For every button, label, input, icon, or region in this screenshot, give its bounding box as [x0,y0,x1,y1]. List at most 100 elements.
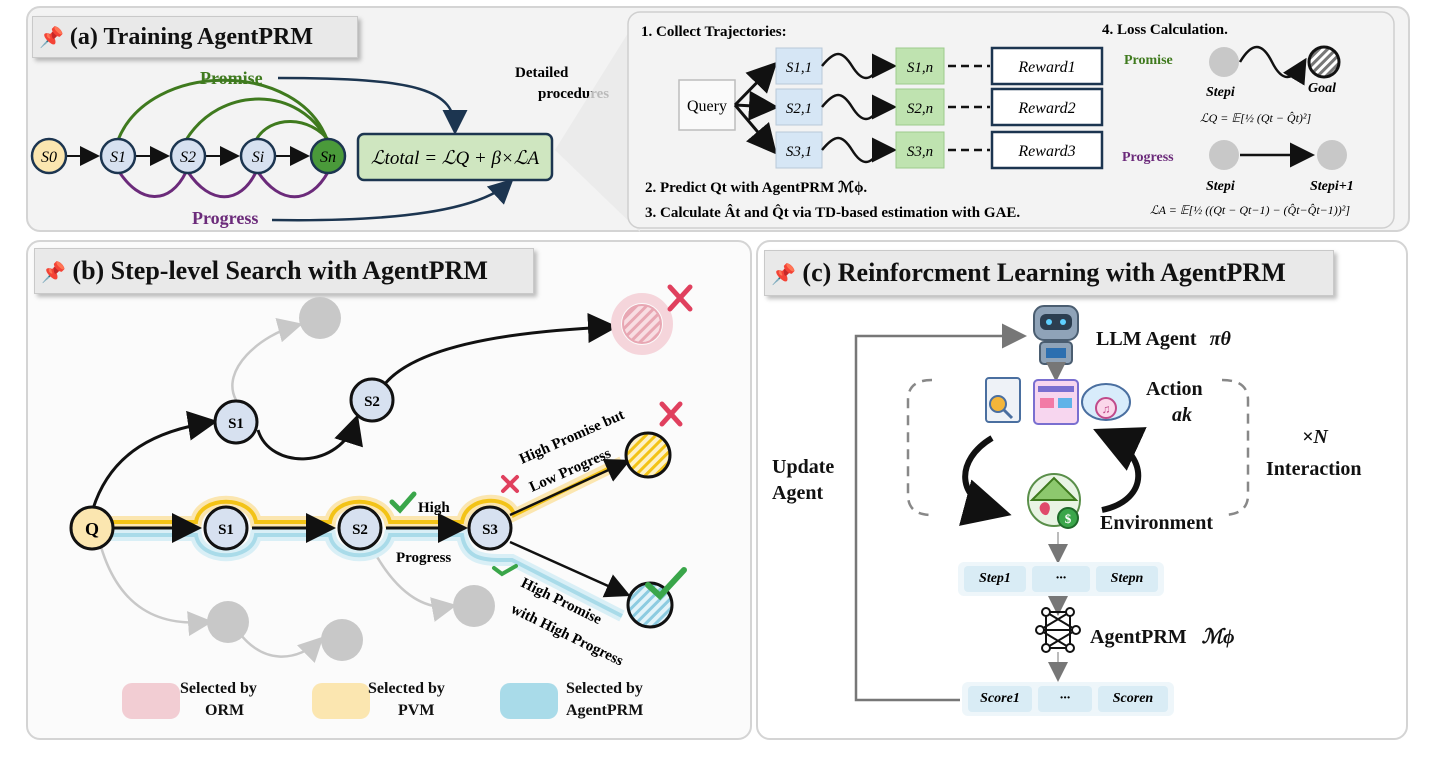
agentprm-text: AgentPRM [1090,626,1187,648]
interaction-bracket-right [1221,378,1250,517]
node-s2-label: S2 [352,522,368,538]
pvm-terminal [624,431,672,479]
action-label: Action [1146,378,1203,400]
svg-text:$: $ [1065,511,1072,526]
node-s2-top-label: S2 [364,394,380,410]
legend-pvm-1: Selected by [368,680,445,697]
reward-box [990,130,1104,170]
traj-end-box [895,88,945,126]
legend-pvm-2: PVM [398,702,435,719]
detail-wedge [555,14,640,232]
traj-end-label: S2,n [907,101,933,117]
agentprm-label: AgentPRM ℳϕ [1090,624,1235,649]
gray-node [321,619,363,661]
pi-theta: πθ [1209,328,1231,350]
panel-a-title-box: 📌 (a) Training AgentPRM [32,16,358,58]
panel-a-title: (a) Training AgentPRM [69,24,314,50]
reward-label: Reward1 [1017,59,1075,76]
legend-swatch-agentprm [500,683,558,719]
step-1-cell: Step1 [964,566,1026,592]
progress-arc-3 [256,171,330,199]
document-search-icon [985,377,1021,423]
panel-c-title: (c) Reinforcment Learning with AgentPRM [802,258,1286,287]
m-phi: ℳϕ [1201,626,1235,648]
progress-to-formula [271,178,514,222]
panel-b-title-box: 📌 (b) Step-level Search with AgentPRM [34,248,534,294]
panel-c [756,240,1408,740]
node-s1-top-label: S1 [228,416,244,432]
node-s0-label: S0 [41,149,57,166]
reward-box [990,46,1104,86]
traj-wave [821,93,882,121]
detailed-label-1: Detailed [515,65,569,81]
a-k-label: ak [1172,404,1192,426]
node-sn [309,137,347,175]
node-sn-label: Sn [320,149,336,166]
orm-terminal [611,293,673,355]
node-s1-label: S1 [218,522,234,538]
green-check-icon [492,564,518,577]
formula-text: ℒtotal = ℒQ + β×ℒA [371,148,540,169]
traj-start-label: S2,1 [786,101,812,117]
node-b-s2-top [349,377,395,423]
step-i1-label: Stepi+1 [1310,179,1354,194]
environment-icon: $ [1027,473,1081,529]
llm-agent-label: LLM Agent πθ [1096,328,1231,351]
legend-orm-2: ORM [205,702,245,719]
panel-a-diagram: S0 S1 S2 Si Sn Promise Progress ℒtotal =… [30,11,1395,232]
step-i1-node [1317,140,1347,170]
environment-label: Environment [1100,512,1213,534]
loss-progress-label: Progress [1122,150,1174,165]
pin-icon: 📌 [771,264,796,286]
step-n-cell: Stepn [1096,566,1158,592]
progress-b-label: Progress [396,550,451,566]
reward-label: Reward3 [1017,143,1075,160]
pin-icon: 📌 [41,262,66,284]
red-x-icon [659,401,683,427]
traj-end-box [895,47,945,85]
web-page-icon [1033,379,1079,425]
node-q-label: Q [85,519,99,539]
reward-box [990,87,1104,127]
node-b-s1-top [213,399,259,445]
node-si [239,137,277,175]
score-1-cell: Score1 [968,686,1032,712]
scores-bar: Score1 ··· Scoren [962,682,1174,716]
step-i-label-1: Stepi [1206,85,1235,100]
cloud-music-icon: ♫ [1081,383,1131,421]
legend-orm-1: Selected by [180,680,257,697]
promise-arc-2 [184,97,330,143]
collect-title: 1. Collect Trajectories: [641,24,787,40]
reward-label: Reward2 [1017,100,1075,117]
node-s2-label: S2 [180,149,196,166]
step-ellipsis-cell: ··· [1032,566,1090,592]
robot-icon [1033,305,1079,365]
update-label-2: Agent [772,482,824,504]
loss-title: 4. Loss Calculation. [1102,22,1228,38]
panel-c-title-box: 📌 (c) Reinforcment Learning with AgentPR… [764,250,1334,296]
traj-start-label: S3,1 [786,144,812,160]
node-b-s2 [337,505,383,551]
legend-agentprm-2: AgentPRM [566,702,644,719]
green-check-icon [389,491,417,514]
gray-node [299,297,341,339]
score-n-cell: Scoren [1098,686,1168,712]
step-i-node-1 [1209,47,1239,77]
goal-label: Goal [1308,81,1336,96]
legend-swatch-pvm [312,683,370,719]
progress-arc-2 [186,171,258,199]
promise-label: Promise [200,68,263,88]
node-s1-label: S1 [110,149,126,166]
steps-bar: Step1 ··· Stepn [958,562,1164,596]
promise-arc-1 [116,78,330,143]
node-b-s1 [203,505,249,551]
promise-wave [1238,45,1307,86]
step-i-label-2: Stepi [1206,179,1235,194]
score-ellipsis-cell: ··· [1038,686,1092,712]
cycle-arrow-left [959,435,1012,526]
svg-text:♫: ♫ [1102,402,1111,416]
query-box [678,79,736,131]
traj-end-label: S1,n [907,60,933,76]
traj-end-box [895,131,945,169]
